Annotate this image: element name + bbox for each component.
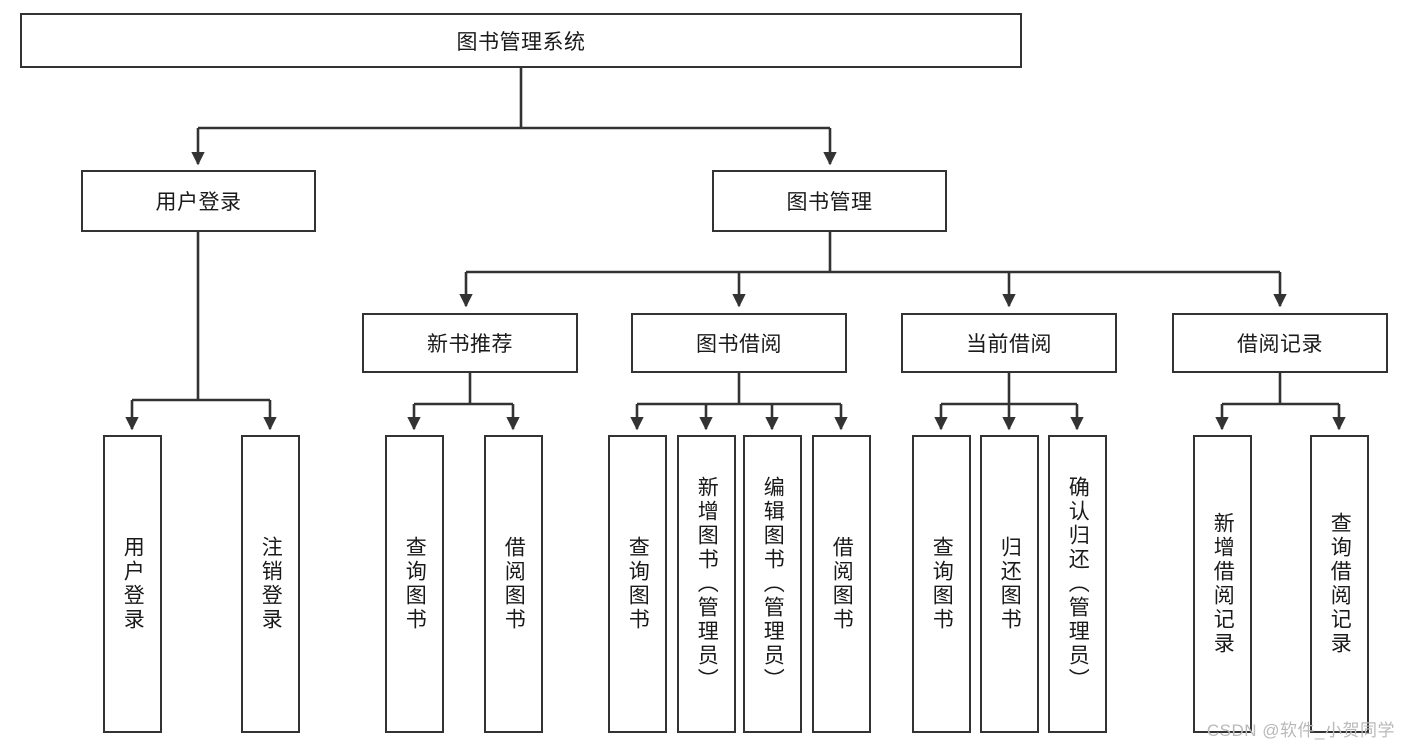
node-borrow-record-label: 借阅记录 xyxy=(1237,333,1323,356)
node-leaf-add-record-label: 新增借阅记录 xyxy=(1211,512,1235,656)
node-leaf-query-book-1[interactable]: 查询图书 xyxy=(385,435,444,733)
node-root-label: 图书管理系统 xyxy=(456,30,586,54)
node-leaf-confirm-return-label: 确认归还（管理员） xyxy=(1066,476,1090,692)
node-leaf-return-book[interactable]: 归还图书 xyxy=(980,435,1039,733)
node-leaf-add-book[interactable]: 新增图书（管理员） xyxy=(677,435,736,733)
node-leaf-query-book-2[interactable]: 查询图书 xyxy=(608,435,667,733)
node-borrow-record[interactable]: 借阅记录 xyxy=(1172,313,1388,373)
node-leaf-borrow-book-2-label: 借阅图书 xyxy=(830,536,854,632)
node-leaf-query-book-3[interactable]: 查询图书 xyxy=(912,435,971,733)
node-book-management-label: 图书管理 xyxy=(786,191,873,214)
node-book-borrow-label: 图书借阅 xyxy=(696,333,782,356)
node-leaf-query-record-label: 查询借阅记录 xyxy=(1328,512,1352,656)
node-user-login-label: 用户登录 xyxy=(155,191,242,214)
node-current-borrow-label: 当前借阅 xyxy=(966,333,1052,356)
node-new-book-recommend[interactable]: 新书推荐 xyxy=(362,313,578,373)
node-leaf-borrow-book-2[interactable]: 借阅图书 xyxy=(812,435,871,733)
node-book-borrow[interactable]: 图书借阅 xyxy=(631,313,847,373)
node-leaf-add-record[interactable]: 新增借阅记录 xyxy=(1193,435,1252,733)
node-leaf-query-book-3-label: 查询图书 xyxy=(930,536,954,632)
node-root[interactable]: 图书管理系统 xyxy=(20,13,1022,68)
node-leaf-borrow-book-1[interactable]: 借阅图书 xyxy=(484,435,543,733)
node-user-login[interactable]: 用户登录 xyxy=(81,170,316,232)
node-leaf-add-book-label: 新增图书（管理员） xyxy=(695,476,719,692)
node-leaf-return-book-label: 归还图书 xyxy=(998,536,1022,632)
node-leaf-query-record[interactable]: 查询借阅记录 xyxy=(1310,435,1369,733)
node-current-borrow[interactable]: 当前借阅 xyxy=(901,313,1117,373)
node-new-book-recommend-label: 新书推荐 xyxy=(427,333,513,356)
node-leaf-logout-label: 注销登录 xyxy=(259,536,283,632)
node-leaf-edit-book[interactable]: 编辑图书（管理员） xyxy=(743,435,802,733)
node-leaf-confirm-return[interactable]: 确认归还（管理员） xyxy=(1048,435,1107,733)
node-leaf-logout[interactable]: 注销登录 xyxy=(241,435,300,733)
node-leaf-query-book-2-label: 查询图书 xyxy=(626,536,650,632)
watermark: CSDN @软件_小贺同学 xyxy=(1206,721,1395,740)
node-leaf-edit-book-label: 编辑图书（管理员） xyxy=(761,476,785,692)
node-leaf-user-login-label: 用户登录 xyxy=(121,536,145,632)
node-leaf-borrow-book-1-label: 借阅图书 xyxy=(502,536,526,632)
node-leaf-user-login[interactable]: 用户登录 xyxy=(103,435,162,733)
node-leaf-query-book-1-label: 查询图书 xyxy=(403,536,427,632)
node-book-management[interactable]: 图书管理 xyxy=(712,170,947,232)
